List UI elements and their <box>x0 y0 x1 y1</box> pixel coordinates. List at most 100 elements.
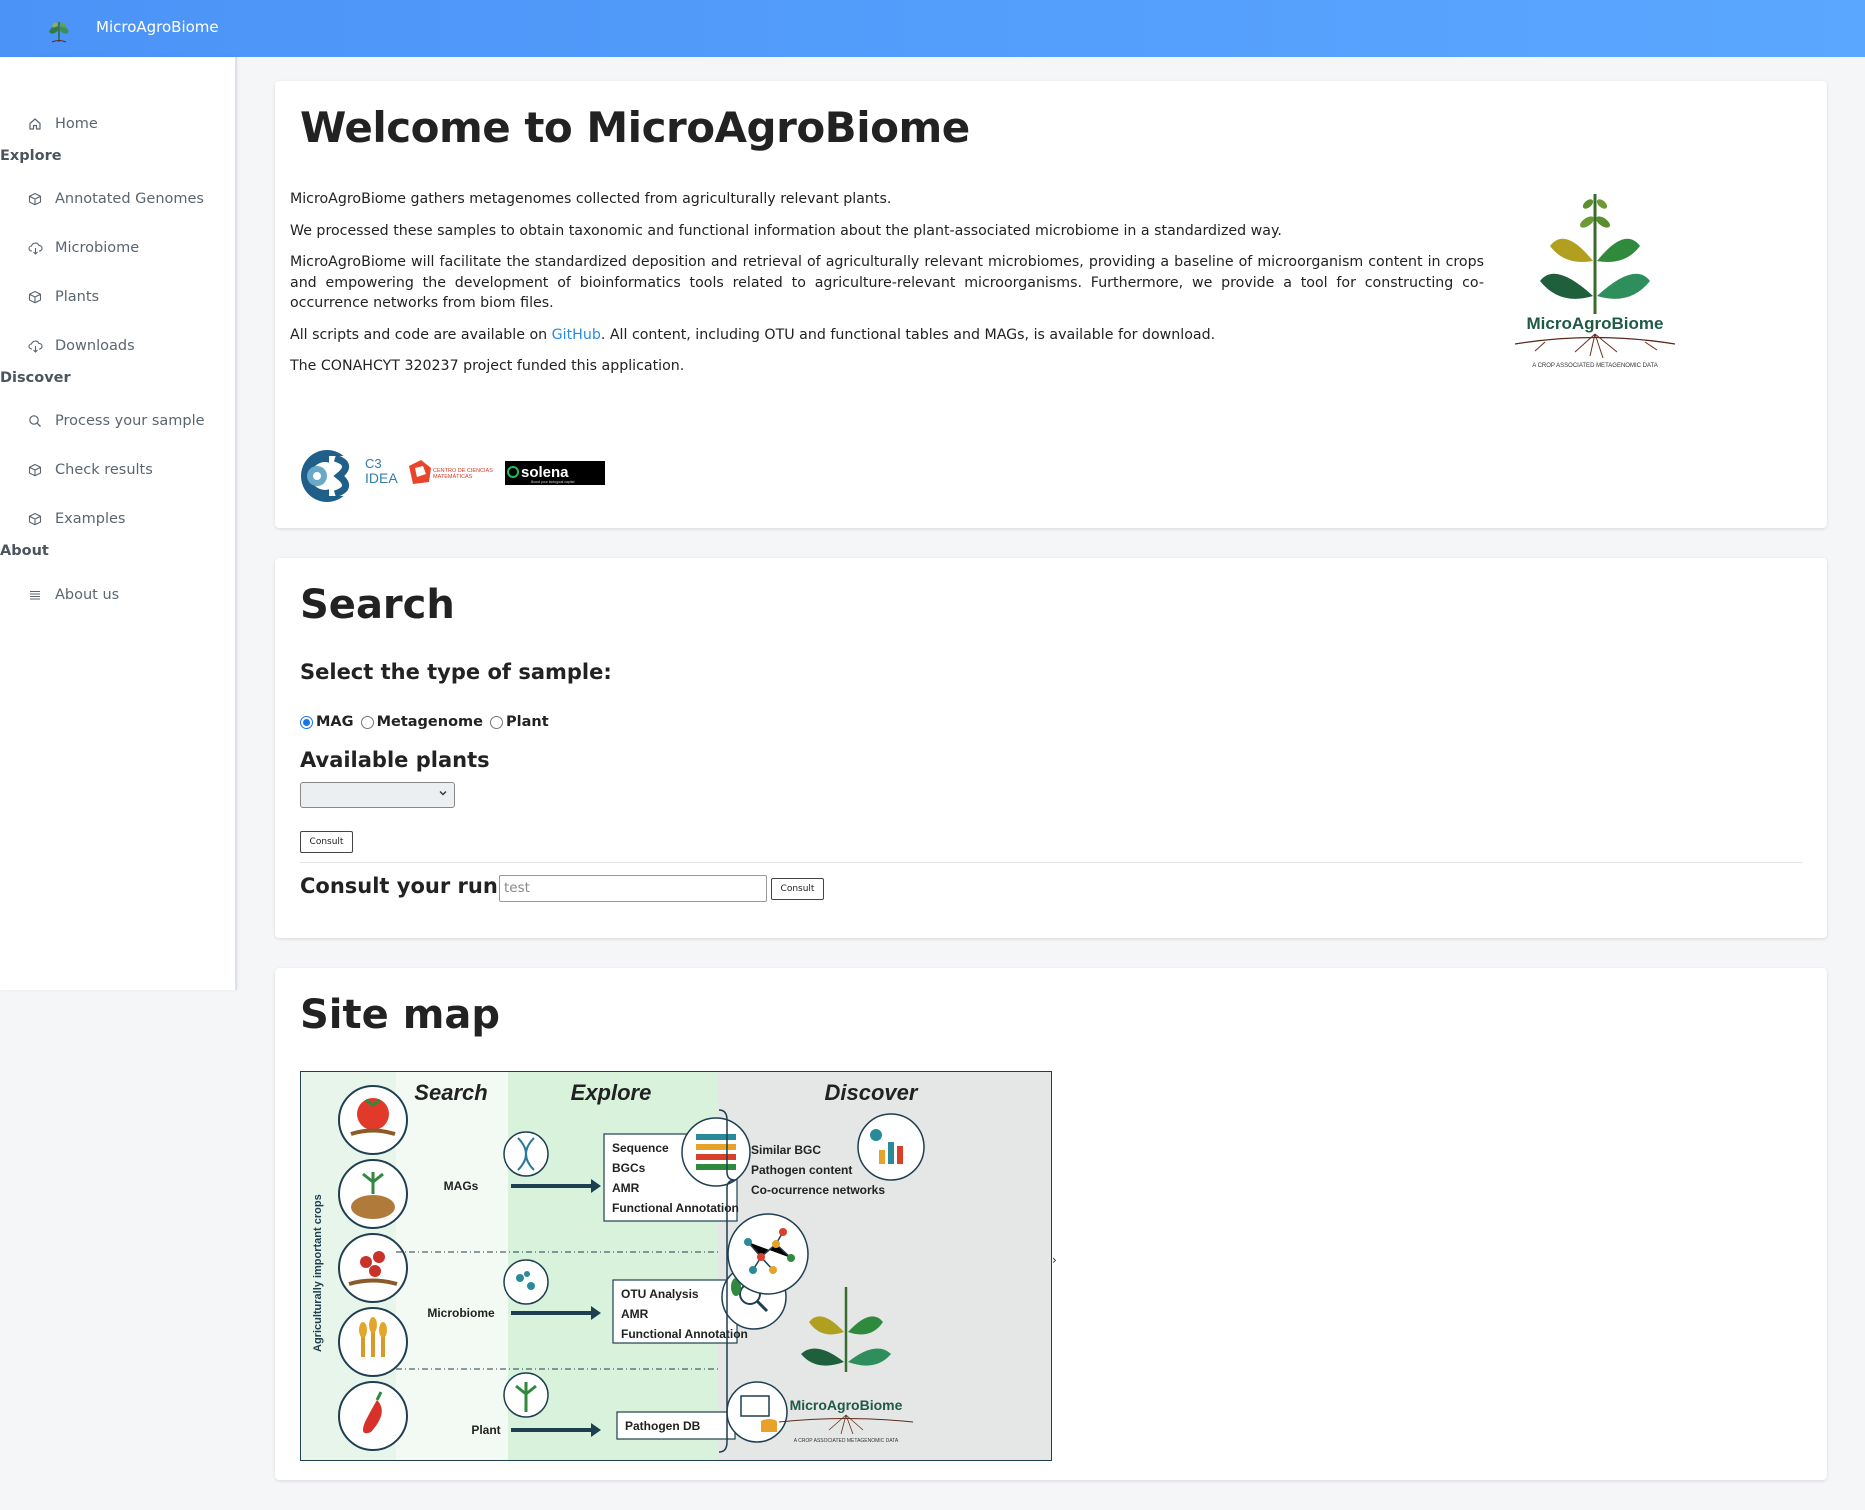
sidebar-item-label: Examples <box>55 511 126 527</box>
database-monitor-icon <box>726 1381 788 1443</box>
cloud-download-icon <box>27 338 43 354</box>
welcome-card: Welcome to MicroAgroBiome MicroAgroBiome… <box>275 81 1827 528</box>
sample-type-heading: Select the type of sample: <box>300 660 612 684</box>
network-icon <box>727 1213 809 1295</box>
radio-button-metagenome[interactable] <box>360 715 374 729</box>
discover-item: Co-ocurrence networks <box>751 1183 885 1197</box>
sitemap-side-label: Agriculturally important crops <box>312 1194 324 1352</box>
cube-icon <box>27 191 43 207</box>
discover-item: Similar BGC <box>751 1143 821 1157</box>
sidebar-item-label: Downloads <box>55 338 135 354</box>
sidebar-item-check-results[interactable]: Check results <box>0 455 235 485</box>
sitemap-box-item: Functional Annotation <box>621 1327 748 1341</box>
sidebar: Home Explore Annotated Genomes Microbiom… <box>0 57 237 990</box>
potato-icon <box>338 1159 408 1229</box>
solena-logo: solena Boost your biological capital <box>505 461 605 485</box>
microagrobiome-logo: MicroAgroBiome A CROP ASSOCIATED METAGEN… <box>1485 166 1705 386</box>
discover-item: Pathogen content <box>751 1163 852 1177</box>
sidebar-item-label: Check results <box>55 462 153 478</box>
run-id-input[interactable]: test <box>499 875 767 902</box>
wheat-icon <box>338 1307 408 1377</box>
logo-wordmark: MicroAgroBiome <box>1527 314 1664 333</box>
intro-paragraph: All scripts and code are available on Gi… <box>290 326 1216 343</box>
menu-lines-icon <box>27 587 43 603</box>
microbe-dish-icon <box>503 1259 549 1305</box>
coffee-icon <box>338 1233 408 1303</box>
cube-icon <box>27 289 43 305</box>
radio-option-plant[interactable]: Plant <box>489 714 549 730</box>
intro-paragraph: The CONAHCYT 320237 project funded this … <box>290 358 685 374</box>
consult-plants-button[interactable]: Consult <box>300 831 353 853</box>
dna-icon <box>503 1131 549 1177</box>
svg-text:MATEMÁTICAS: MATEMÁTICAS <box>433 473 473 480</box>
sidebar-item-annotated-genomes[interactable]: Annotated Genomes <box>0 184 235 214</box>
sitemap-row-label: MAGs <box>444 1179 479 1193</box>
brand-name[interactable]: MicroAgroBiome <box>96 18 219 36</box>
sidebar-item-downloads[interactable]: Downloads <box>0 331 235 361</box>
sidebar-item-examples[interactable]: Examples <box>0 504 235 534</box>
svg-text:IDEA: IDEA <box>365 470 398 486</box>
radio-label: Plant <box>505 714 549 730</box>
sidebar-item-label: About us <box>55 587 120 603</box>
radio-button-plant[interactable] <box>489 715 503 729</box>
sidebar-item-label: Process your sample <box>55 413 205 429</box>
sidebar-section-discover: Discover <box>0 370 71 386</box>
sitemap-column-discover: Discover <box>825 1080 919 1105</box>
sidebar-item-process-sample[interactable]: Process your sample <box>0 406 235 436</box>
svg-text:solena: solena <box>521 464 569 481</box>
radio-option-metagenome[interactable]: Metagenome <box>360 714 483 730</box>
radio-button-mag[interactable] <box>300 715 313 729</box>
logo-tagline: A CROP ASSOCIATED METAGENOMIC DATA <box>1532 363 1657 369</box>
sidebar-item-label: Plants <box>55 289 100 305</box>
bacteria-chart-icon <box>857 1113 925 1181</box>
sidebar-item-microbiome[interactable]: Microbiome <box>0 233 235 263</box>
sample-type-radio-group: MAG Metagenome Plant <box>300 714 556 730</box>
brand-logo[interactable] <box>44 16 74 48</box>
sitemap-next-arrow[interactable]: › <box>1052 1253 1057 1267</box>
svg-text:Boost your biological capital: Boost your biological capital <box>531 480 575 484</box>
sitemap-box-item: Pathogen DB <box>625 1419 701 1433</box>
sitemap-box-item: Sequence <box>612 1141 669 1155</box>
sidebar-item-label: Annotated Genomes <box>55 191 204 207</box>
sitemap-logo: MicroAgroBiome A CROP ASSOCIATED METAGEN… <box>778 1287 914 1444</box>
cloud-download-icon <box>27 240 43 256</box>
search-icon <box>27 413 43 429</box>
consult-run-button[interactable]: Consult <box>771 878 824 900</box>
tomato-icon <box>338 1085 408 1155</box>
sitemap-diagram: Agriculturally important crops Search Ex… <box>300 1071 1052 1461</box>
radio-option-mag[interactable]: MAG <box>300 714 354 730</box>
available-plants-heading: Available plants <box>300 748 490 772</box>
svg-text:C3: C3 <box>365 456 382 471</box>
intro-text: MicroAgroBiome gathers metagenomes colle… <box>290 189 1484 388</box>
radio-label: Metagenome <box>376 714 483 730</box>
sitemap-heading: Site map <box>300 992 500 1038</box>
sitemap-row-label: Plant <box>471 1423 500 1437</box>
search-heading: Search <box>300 582 455 628</box>
sitemap-row-label: Microbiome <box>427 1306 495 1320</box>
home-icon <box>27 116 43 132</box>
radio-label: MAG <box>316 714 354 730</box>
github-link[interactable]: GitHub <box>551 326 601 343</box>
plant-microbe-icon <box>503 1372 549 1418</box>
sitemap-box-item: BGCs <box>612 1161 646 1175</box>
sitemap-card: Site map Agriculturally important crops … <box>275 968 1827 1480</box>
sitemap-column-search: Search <box>414 1080 487 1105</box>
sidebar-item-plants[interactable]: Plants <box>0 282 235 312</box>
svg-text:CENTRO DE CIENCIAS: CENTRO DE CIENCIAS <box>433 468 493 474</box>
sidebar-item-label: Home <box>55 116 98 132</box>
sitemap-box-item: AMR <box>612 1181 640 1195</box>
search-card: Search Select the type of sample: MAG Me… <box>275 558 1827 938</box>
svg-text:A CROP ASSOCIATED METAGENOMIC: A CROP ASSOCIATED METAGENOMIC DATA <box>794 1438 899 1444</box>
intro-paragraph: We processed these samples to obtain tax… <box>290 222 1282 239</box>
sequence-bars-icon <box>681 1117 751 1187</box>
sidebar-item-about-us[interactable]: About us <box>0 580 235 610</box>
sitemap-column-explore: Explore <box>571 1080 652 1105</box>
sidebar-item-home[interactable]: Home <box>0 109 235 139</box>
plants-select[interactable] <box>300 782 455 808</box>
cube-icon <box>27 462 43 478</box>
sidebar-section-about: About <box>0 543 49 559</box>
pepper-icon <box>338 1381 408 1451</box>
sitemap-box-item: Functional Annotation <box>612 1201 739 1215</box>
sitemap-box-item: AMR <box>621 1307 649 1321</box>
cube-icon <box>27 511 43 527</box>
